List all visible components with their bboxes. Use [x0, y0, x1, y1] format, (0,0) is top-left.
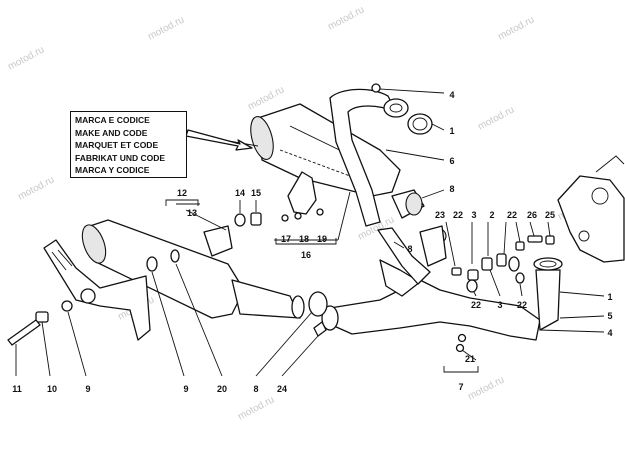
- callout-24: 24: [277, 384, 287, 394]
- callout-4-right: 4: [607, 328, 612, 338]
- callout-9-mid: 9: [183, 384, 188, 394]
- callouts: 4 1 6 8 8 12 13 14 15 17 18 19 16 23 22 …: [12, 90, 612, 394]
- callout-8-mid: 8: [407, 244, 412, 254]
- callout-1-right: 1: [607, 292, 612, 302]
- callout-6: 6: [449, 156, 454, 166]
- footpeg-bracket: [7, 239, 151, 346]
- watermark-text: motod.ru: [16, 174, 56, 202]
- watermark-text: motod.ru: [246, 84, 286, 112]
- watermark-text: motod.ru: [326, 4, 366, 32]
- rear-header-pipe: [533, 257, 563, 331]
- watermark-text: motod.ru: [6, 44, 46, 72]
- callout-8-bottom: 8: [253, 384, 258, 394]
- callout-25: 25: [545, 210, 555, 220]
- callout-7: 7: [458, 382, 463, 392]
- callout-10: 10: [47, 384, 57, 394]
- leader-lines: [15, 88, 605, 377]
- studs-and-nuts: [451, 235, 555, 353]
- watermark-text: motod.ru: [496, 14, 536, 42]
- lower-muffler: [81, 219, 305, 319]
- callout-5: 5: [607, 311, 612, 321]
- callout-22-d: 22: [517, 300, 527, 310]
- marca-line: MAKE AND CODE: [75, 127, 148, 138]
- callout-8-right: 8: [449, 184, 454, 194]
- callout-22-b: 22: [507, 210, 517, 220]
- callout-13: 13: [187, 208, 197, 218]
- callout-9-left: 9: [85, 384, 90, 394]
- callout-12: 12: [177, 188, 187, 198]
- callout-14: 14: [235, 188, 245, 198]
- callout-22-c: 22: [471, 300, 481, 310]
- collector-pipe: [321, 259, 541, 341]
- marca-line: MARQUET ET CODE: [75, 140, 159, 151]
- upper-header-pipe: [329, 88, 409, 227]
- callout-4-top: 4: [449, 90, 454, 100]
- rubber-washer-14: [234, 213, 246, 227]
- callout-17: 17: [281, 234, 291, 244]
- callout-1-top: 1: [449, 126, 454, 136]
- group-brackets: [165, 199, 479, 373]
- callout-26: 26: [527, 210, 537, 220]
- callout-22-a: 22: [453, 210, 463, 220]
- bolt-top: [371, 83, 381, 93]
- watermark-text: motod.ru: [466, 374, 506, 402]
- upper-muffler: [250, 103, 401, 197]
- callout-2: 2: [489, 210, 494, 220]
- callout-3-b: 3: [497, 300, 502, 310]
- callout-3-a: 3: [471, 210, 476, 220]
- callout-21: 21: [465, 354, 475, 364]
- watermark-text: motod.ru: [236, 394, 276, 422]
- marca-line: MARCA E CODICE: [75, 115, 150, 125]
- callout-11: 11: [12, 384, 22, 394]
- callout-18: 18: [299, 234, 309, 244]
- engine-cylinder-head: [557, 155, 625, 263]
- marca-code-box: MARCA E CODICE MAKE AND CODE MARQUET ET …: [70, 111, 187, 178]
- marca-line: FABRIKAT UND CODE: [75, 152, 166, 163]
- callout-16: 16: [301, 250, 311, 260]
- middle-down-pipe: [377, 225, 447, 285]
- mounting-bracket-upper: [281, 171, 324, 222]
- marca-arrow: [185, 129, 253, 151]
- gasket-ring-top: [407, 113, 433, 135]
- outlet-sleeve: [391, 189, 425, 219]
- watermark-text: motod.ru: [476, 104, 516, 132]
- pipe-clamp: [308, 291, 328, 337]
- callout-15: 15: [251, 188, 261, 198]
- nut-15: [250, 212, 262, 226]
- callout-23: 23: [435, 210, 445, 220]
- callout-19: 19: [317, 234, 327, 244]
- marca-line: MARCA Y CODICE: [75, 165, 150, 176]
- muffler-grommet: [146, 249, 180, 272]
- watermark-text: motod.ru: [146, 14, 186, 42]
- callout-20: 20: [217, 384, 227, 394]
